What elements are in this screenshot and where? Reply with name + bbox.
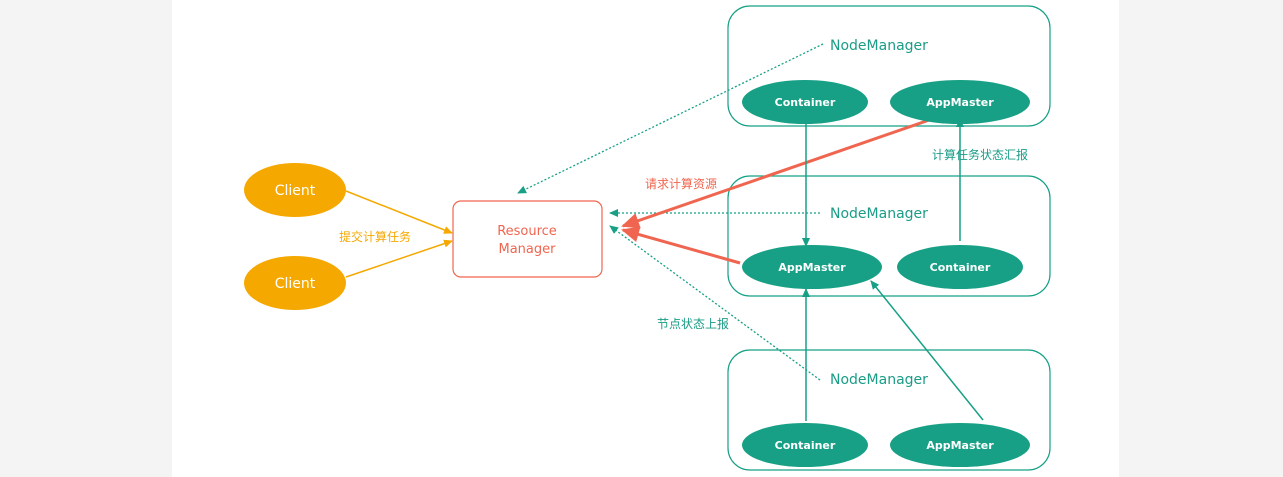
appmaster-label: AppMaster bbox=[926, 96, 994, 109]
node-manager-box-3 bbox=[727, 349, 1051, 471]
node-manager-label-2: NodeManager bbox=[830, 206, 928, 222]
nm2-container-node[interactable]: Container bbox=[897, 245, 1023, 289]
nm3-heartbeat-arrow bbox=[609, 225, 821, 381]
resource-manager-label-line2: Manager bbox=[499, 242, 557, 257]
node-status-report-label: 节点状态上报 bbox=[657, 316, 729, 331]
am2-request-arrow bbox=[621, 226, 741, 265]
nm1-appmaster-node[interactable]: AppMaster bbox=[890, 80, 1030, 124]
node-manager-box-1 bbox=[727, 5, 1051, 127]
container-label: Container bbox=[775, 96, 836, 109]
am3-to-am2-arrow bbox=[870, 280, 984, 421]
client-node-1[interactable]: Client bbox=[244, 163, 346, 217]
request-resources-label: 请求计算资源 bbox=[645, 176, 717, 191]
container-label: Container bbox=[930, 261, 991, 274]
node-manager-label-3: NodeManager bbox=[830, 372, 928, 388]
node-manager-box-2 bbox=[727, 175, 1051, 297]
resource-manager-box[interactable] bbox=[452, 200, 603, 278]
nm3-container-node[interactable]: Container bbox=[742, 423, 868, 467]
client2-to-rm-arrow bbox=[345, 239, 453, 278]
nm1-heartbeat-arrow bbox=[517, 43, 824, 194]
nm3-appmaster-node[interactable]: AppMaster bbox=[890, 423, 1030, 467]
resource-manager-label-line1: Resource bbox=[497, 224, 557, 239]
appmaster-label: AppMaster bbox=[926, 439, 994, 452]
client1-to-rm-arrow bbox=[345, 190, 453, 234]
nm1-container-node[interactable]: Container bbox=[742, 80, 868, 124]
container-label: Container bbox=[775, 439, 836, 452]
task-status-report-label: 计算任务状态汇报 bbox=[932, 147, 1028, 162]
client-label: Client bbox=[275, 276, 316, 292]
nm2-appmaster-node[interactable]: AppMaster bbox=[742, 245, 882, 289]
appmaster-label: AppMaster bbox=[778, 261, 846, 274]
am1-request-arrow bbox=[621, 116, 936, 229]
submit-task-label: 提交计算任务 bbox=[339, 229, 411, 244]
diagram-canvas bbox=[172, 0, 1119, 477]
client-label: Client bbox=[275, 183, 316, 199]
client-node-2[interactable]: Client bbox=[244, 256, 346, 310]
node-manager-label-1: NodeManager bbox=[830, 38, 928, 54]
